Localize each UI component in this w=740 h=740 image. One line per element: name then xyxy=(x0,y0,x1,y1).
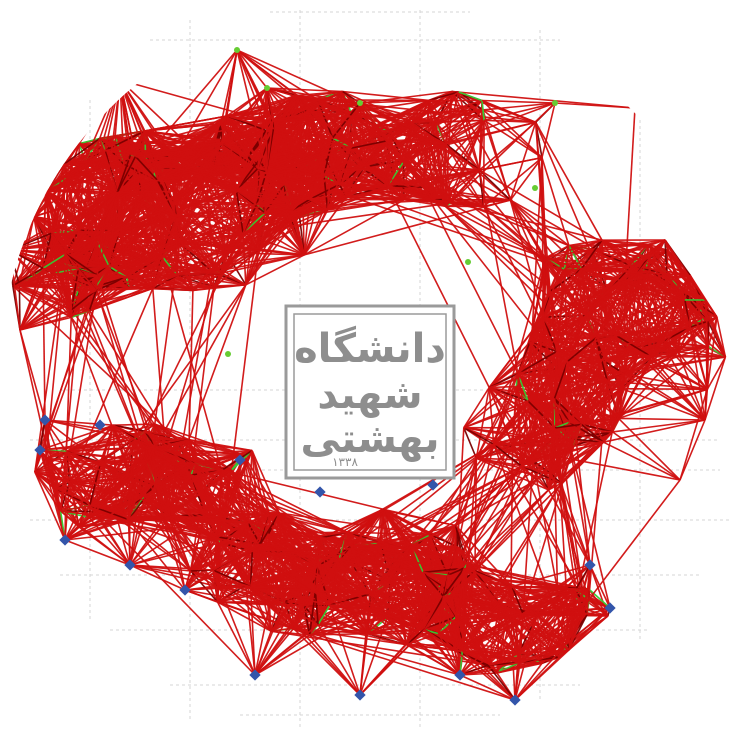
mesh-edge xyxy=(143,232,244,432)
mesh-edge xyxy=(618,417,706,421)
mesh-edge xyxy=(220,190,238,274)
mesh-edge xyxy=(192,286,215,292)
mesh-edge xyxy=(242,232,305,256)
mesh-edge xyxy=(175,215,223,274)
mesh-edge xyxy=(50,164,65,234)
mesh-edge xyxy=(67,176,118,194)
mesh-edge xyxy=(62,143,80,166)
mesh-edge xyxy=(95,290,156,447)
mesh-edge xyxy=(679,389,709,481)
mesh-edge xyxy=(235,190,244,234)
mesh-edge xyxy=(144,130,244,234)
mesh-edge xyxy=(192,272,222,292)
mesh-edge xyxy=(18,232,52,286)
mesh-edge xyxy=(230,249,260,471)
mesh-edge xyxy=(483,119,543,159)
mesh-edge xyxy=(603,441,681,481)
mesh-edge xyxy=(509,157,543,201)
mesh-edge xyxy=(192,232,244,291)
mesh-edge xyxy=(221,272,247,286)
mesh-edge xyxy=(303,209,329,256)
mesh-edge xyxy=(175,215,244,234)
mesh-edge xyxy=(77,191,118,231)
mesh-edge xyxy=(33,191,118,218)
mesh-edge xyxy=(161,255,178,276)
mesh-edge xyxy=(67,155,136,178)
mesh-edge xyxy=(132,284,247,440)
mesh-edge xyxy=(123,163,177,217)
mesh-edge xyxy=(221,254,305,274)
mesh-edge xyxy=(100,460,148,463)
mesh-edge xyxy=(164,180,257,206)
mesh-edge xyxy=(481,99,556,104)
mesh-edge xyxy=(541,102,556,158)
mesh-edge xyxy=(220,142,244,234)
mesh-edge xyxy=(33,164,64,217)
mesh-edge xyxy=(235,189,305,256)
mesh-edge xyxy=(265,87,268,172)
mesh-edge xyxy=(118,230,305,256)
mesh-edge xyxy=(79,137,100,145)
mesh-edge xyxy=(242,209,328,234)
mesh-edge xyxy=(242,202,451,234)
mesh-network xyxy=(9,49,727,701)
